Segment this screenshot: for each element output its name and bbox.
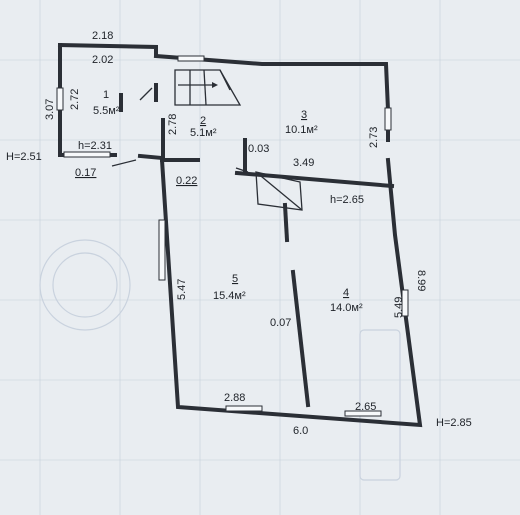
dim-room3-width: 3.49	[293, 157, 314, 169]
height-left-exterior: H=2.51	[6, 151, 42, 163]
dim-room4-height: 5.49	[393, 297, 405, 318]
dim-vestibule-width: 0.17	[75, 167, 96, 179]
stove	[255, 171, 303, 211]
dim-inner-top: 2.02	[92, 54, 113, 66]
room-area: 10.1м²	[285, 124, 318, 136]
walls	[57, 42, 423, 428]
stamp-trace	[39, 239, 401, 481]
dim-room5-height: 5.47	[176, 279, 188, 300]
room-5-label: 5 15.4м²	[213, 273, 246, 302]
dim-room4-width: 2.65	[355, 401, 376, 413]
dim-room5-width: 2.88	[224, 392, 245, 404]
room-area: 5.5м²	[93, 105, 120, 117]
staircase	[174, 69, 242, 106]
dim-total-width: 6.0	[293, 425, 308, 437]
room-2-label: 2 5.1м²	[190, 115, 217, 139]
room-area: 5.1м²	[190, 127, 217, 139]
height-room4: h=2.65	[330, 194, 364, 206]
room-1-label: 1 5.5м²	[93, 89, 120, 117]
dim-outer-left: 3.07	[44, 99, 56, 120]
room-number: 2	[200, 115, 206, 127]
room-area: 14.0м²	[330, 302, 363, 314]
room-area: 15.4м²	[213, 290, 246, 302]
dim-room3-height: 2.73	[368, 127, 380, 148]
dim-inner-left: 2.72	[69, 89, 81, 110]
room-4-label: 4 14.0м²	[330, 287, 363, 314]
door-lines	[111, 87, 249, 173]
room-3-label: 3 10.1м²	[285, 109, 318, 136]
windows	[56, 55, 409, 417]
height-room1: h=2.31	[78, 140, 112, 152]
dim-partition-gap: 0.22	[176, 175, 197, 187]
dim-outer-top: 2.18	[92, 30, 113, 42]
height-right-exterior: H=2.85	[436, 417, 472, 429]
dim-hall-height: 2.78	[167, 114, 179, 135]
room-number: 1	[103, 89, 109, 101]
dim-door-gap: 0.03	[248, 143, 269, 155]
room-number: 4	[343, 287, 349, 299]
dim-right-total: 8.99	[415, 270, 427, 291]
dim-partition-width: 0.07	[270, 317, 291, 329]
room-number: 5	[232, 273, 238, 285]
room-number: 3	[301, 109, 307, 121]
